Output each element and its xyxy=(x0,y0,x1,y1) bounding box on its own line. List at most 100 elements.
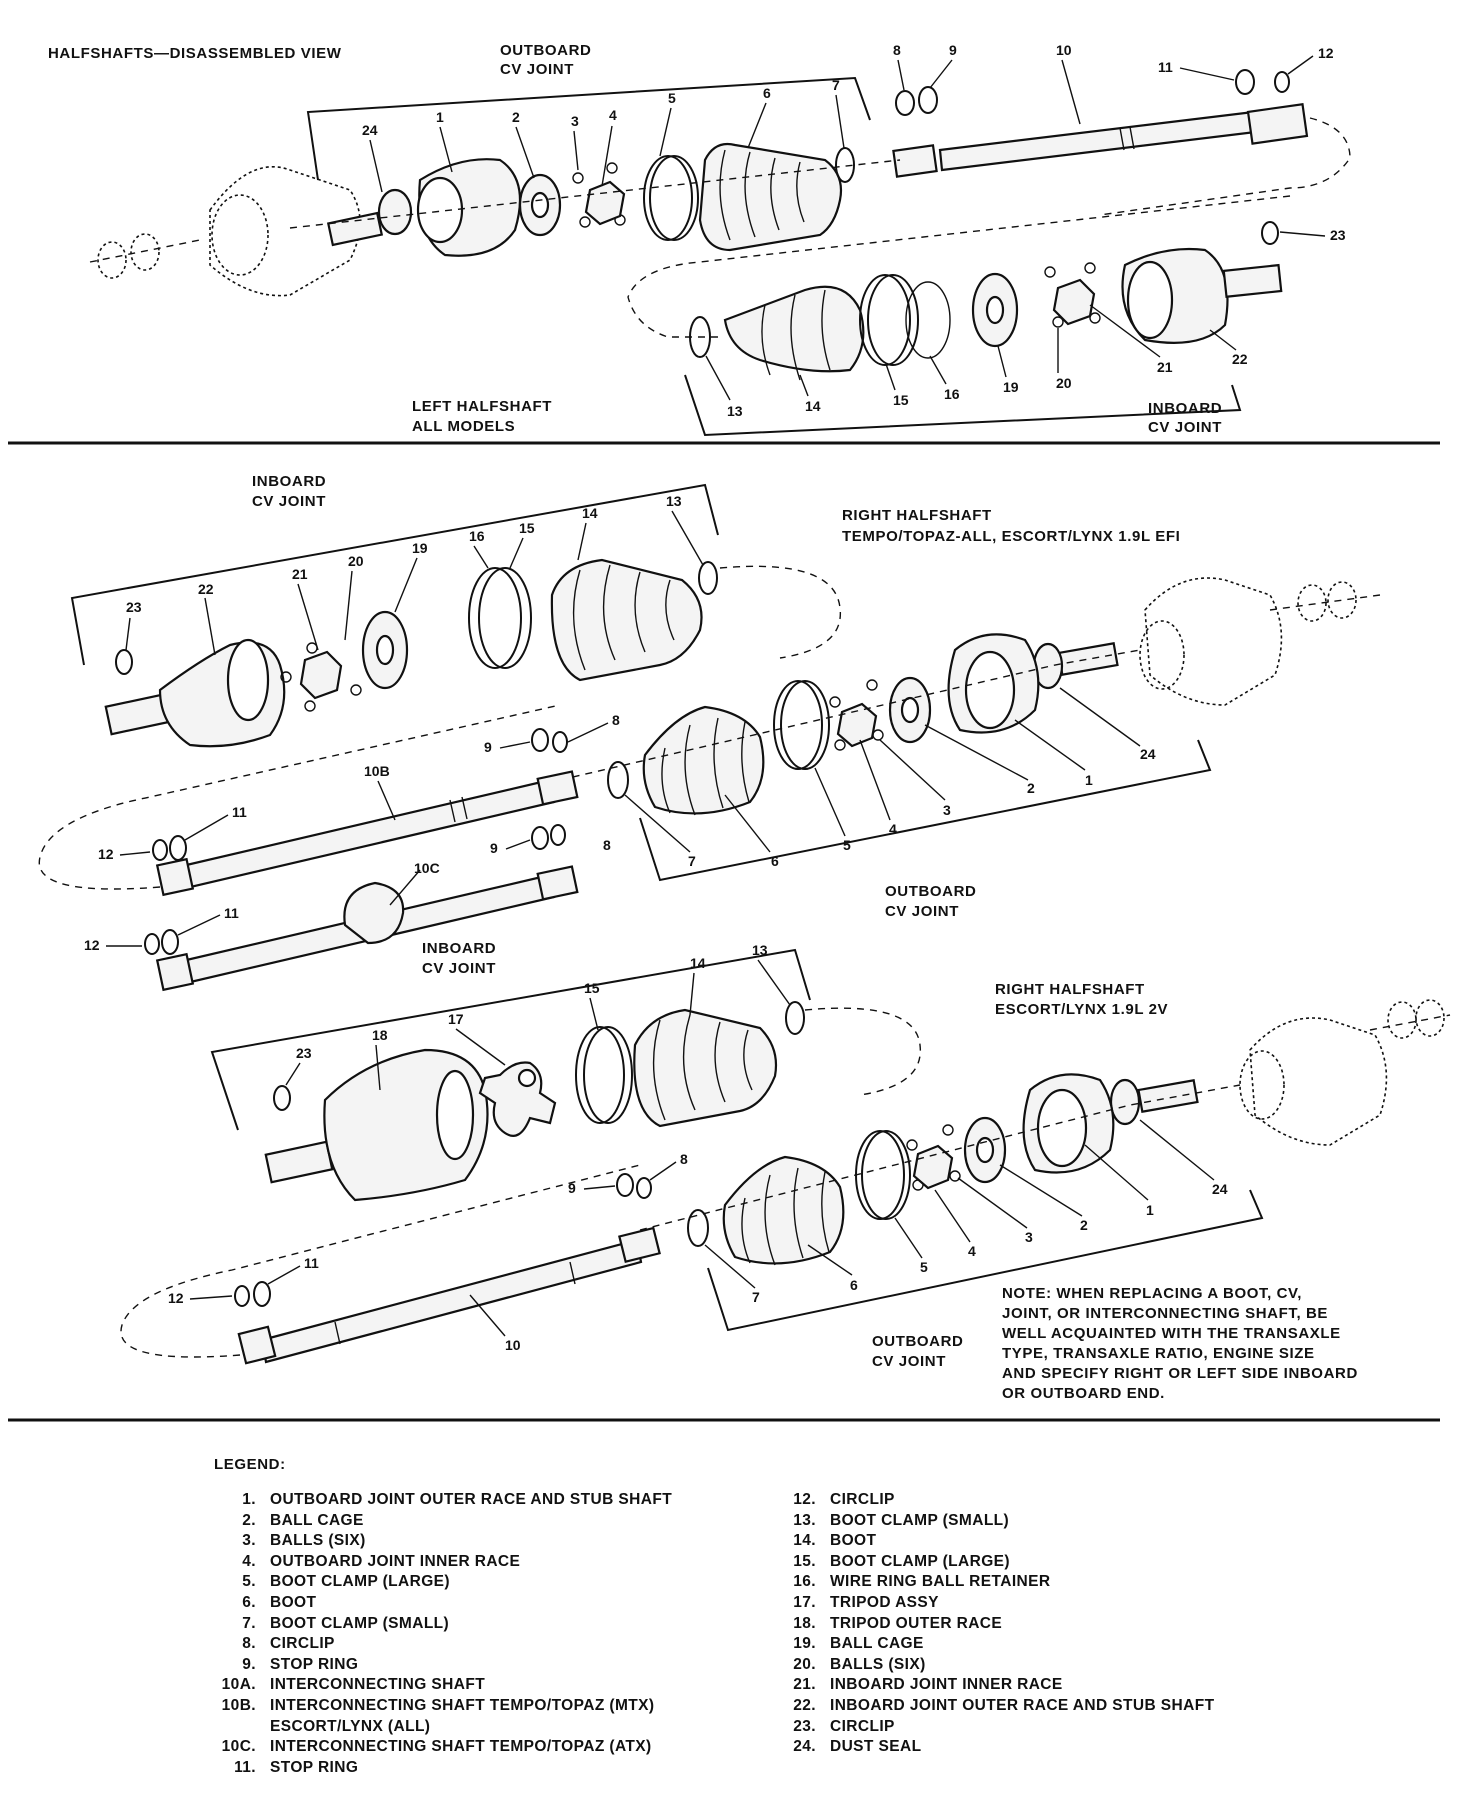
s2-callout-5: 5 xyxy=(843,837,851,853)
s1-wire-ring xyxy=(905,281,951,359)
legend-text: INTERCONNECTING SHAFT TEMPO/TOPAZ (ATX) xyxy=(270,1738,652,1756)
legend-row: 8.CIRCLIP xyxy=(214,1634,774,1655)
legend-text: TRIPOD ASSY xyxy=(830,1593,939,1611)
s3-outboard-label-1: OUTBOARD xyxy=(872,1333,963,1350)
legend-text: ESCORT/LYNX (ALL) xyxy=(270,1717,431,1735)
legend-num: 10C. xyxy=(221,1738,256,1756)
s1-boot-clamp-large xyxy=(643,155,699,241)
s1-outboard-bracket xyxy=(306,76,871,181)
s3-caption-1: RIGHT HALFSHAFT xyxy=(995,981,1145,998)
s1-outboard-joint-outer-race xyxy=(326,158,522,257)
note-line-6: OR OUTBOARD END. xyxy=(1002,1385,1165,1402)
legend-text: STOP RING xyxy=(270,1655,359,1673)
s1-inboard-outer-race xyxy=(1121,247,1283,344)
s2-callout-1: 1 xyxy=(1085,772,1093,788)
s2-callout-19: 19 xyxy=(412,540,428,556)
s2-callout-22: 22 xyxy=(198,581,214,597)
legend-row: 16.WIRE RING BALL RETAINER xyxy=(774,1572,1414,1593)
s3-boot-clamp-large xyxy=(575,1026,633,1124)
s3-wheel-hub xyxy=(1239,999,1451,1146)
legend-column-1: 1.OUTBOARD JOINT OUTER RACE AND STUB SHA… xyxy=(214,1490,774,1778)
note-line-3: WELL ACQUAINTED WITH THE TRANSAXLE xyxy=(1002,1325,1341,1342)
s1-boot-clamp-small xyxy=(835,147,855,183)
s3-callout-15: 15 xyxy=(584,980,600,996)
legend-row: 21.INBOARD JOINT INNER RACE xyxy=(774,1675,1414,1696)
s2-ball-cage-outboard xyxy=(888,676,932,744)
legend-row: 6.BOOT xyxy=(214,1593,774,1614)
s2-boot-clamp-large-outboard xyxy=(773,680,830,770)
legend-text: BALL CAGE xyxy=(270,1511,364,1529)
s1-inboard-label-2: CV JOINT xyxy=(1148,419,1222,436)
s2-outer-race-stub xyxy=(947,633,1119,734)
legend-num: 13. xyxy=(793,1511,816,1529)
legend-text: CIRCLIP xyxy=(270,1635,335,1653)
s2-outboard-label-2: CV JOINT xyxy=(885,903,959,920)
s2-callout-7: 7 xyxy=(688,853,696,869)
s3-callout-18: 18 xyxy=(372,1027,388,1043)
s3-boot-clamp-large-outboard xyxy=(855,1130,911,1220)
legend-row: 10C. INTERCONNECTING SHAFT TEMPO/TOPAZ (A… xyxy=(214,1737,774,1758)
legend-text: WIRE RING BALL RETAINER xyxy=(830,1573,1051,1591)
s2-inboard2-label-2: CV JOINT xyxy=(422,960,496,977)
legend-row: 1.OUTBOARD JOINT OUTER RACE AND STUB SHA… xyxy=(214,1490,774,1511)
s2-boot-clamp-small xyxy=(698,561,718,595)
s2-stop-ring-9b xyxy=(531,826,549,850)
s2-callout-8a: 8 xyxy=(612,712,620,728)
note-line-1: NOTE: WHEN REPLACING A BOOT, CV, xyxy=(1002,1285,1302,1302)
legend-text: BALL CAGE xyxy=(830,1635,924,1653)
s3-tripod-outer-race xyxy=(264,1048,489,1202)
s1-callout-3: 3 xyxy=(571,113,579,129)
legend-row: 18.TRIPOD OUTER RACE xyxy=(774,1614,1414,1635)
legend-row: 20.BALLS (SIX) xyxy=(774,1655,1414,1676)
s1-stop-ring-9 xyxy=(918,86,938,114)
legend-num: 10B. xyxy=(221,1696,256,1714)
legend-text: BOOT CLAMP (LARGE) xyxy=(830,1552,1010,1570)
s1-callout-9: 9 xyxy=(949,42,957,58)
s3-callout-9: 9 xyxy=(568,1180,576,1196)
legend-text: TRIPOD OUTER RACE xyxy=(830,1614,1003,1632)
legend-num: 4. xyxy=(242,1552,256,1570)
s3-callout-24: 24 xyxy=(1212,1181,1228,1197)
s2-axis-10b xyxy=(38,704,561,890)
s2-axis-loop xyxy=(719,565,841,659)
legend-row: 11.STOP RING xyxy=(214,1758,774,1779)
legend-title: LEGEND: xyxy=(214,1456,286,1473)
legend-row: 12.CIRCLIP xyxy=(774,1490,1414,1511)
legend-text: OUTBOARD JOINT OUTER RACE AND STUB SHAFT xyxy=(270,1491,673,1508)
s1-callout-8: 8 xyxy=(893,42,901,58)
s2-callout-20: 20 xyxy=(348,553,364,569)
legend-text: INTERCONNECTING SHAFT xyxy=(270,1676,486,1694)
legend-text: BOOT xyxy=(270,1593,317,1611)
s3-callout-23: 23 xyxy=(296,1045,312,1061)
s1-callout-22: 22 xyxy=(1232,351,1248,367)
s1-stop-ring-11 xyxy=(1235,69,1255,95)
legend-row: 4.OUTBOARD JOINT INNER RACE xyxy=(214,1552,774,1573)
s3-callout-5: 5 xyxy=(920,1259,928,1275)
s2-callout-12b: 12 xyxy=(84,937,100,953)
s2-boot-clamp-small-outboard xyxy=(607,761,629,799)
legend-text: BOOT CLAMP (SMALL) xyxy=(830,1511,1010,1529)
s1-inboard-boot xyxy=(723,285,865,381)
s2-boot-clamp-large xyxy=(468,567,532,669)
s2-axis-outboard xyxy=(559,649,1141,781)
s2-ball-cage xyxy=(361,610,409,690)
s2-callout-23: 23 xyxy=(126,599,142,615)
s2-callout-14: 14 xyxy=(582,505,598,521)
s1-callout-4: 4 xyxy=(609,107,617,123)
s2-inner-race xyxy=(280,642,362,712)
legend-text: INBOARD JOINT OUTER RACE AND STUB SHAFT xyxy=(830,1696,1215,1714)
s2-circlip-8b xyxy=(550,824,566,846)
s3-inner-race xyxy=(906,1124,961,1191)
s1-interconnecting-shaft xyxy=(892,103,1309,178)
s2-callout-6: 6 xyxy=(771,853,779,869)
s1-inboard-boot-clamp-small xyxy=(689,316,711,358)
s2-caption-2: TEMPO/TOPAZ-ALL, ESCORT/LYNX 1.9L EFI xyxy=(842,528,1180,545)
s3-axis-loop xyxy=(804,1007,921,1096)
s1-outboard-label-2: CV JOINT xyxy=(500,61,574,78)
legend-row: 19.BALL CAGE xyxy=(774,1634,1414,1655)
legend-row: 24.DUST SEAL xyxy=(774,1737,1414,1758)
legend-text: INBOARD JOINT INNER RACE xyxy=(830,1676,1063,1694)
legend-text: BOOT CLAMP (SMALL) xyxy=(270,1614,450,1632)
